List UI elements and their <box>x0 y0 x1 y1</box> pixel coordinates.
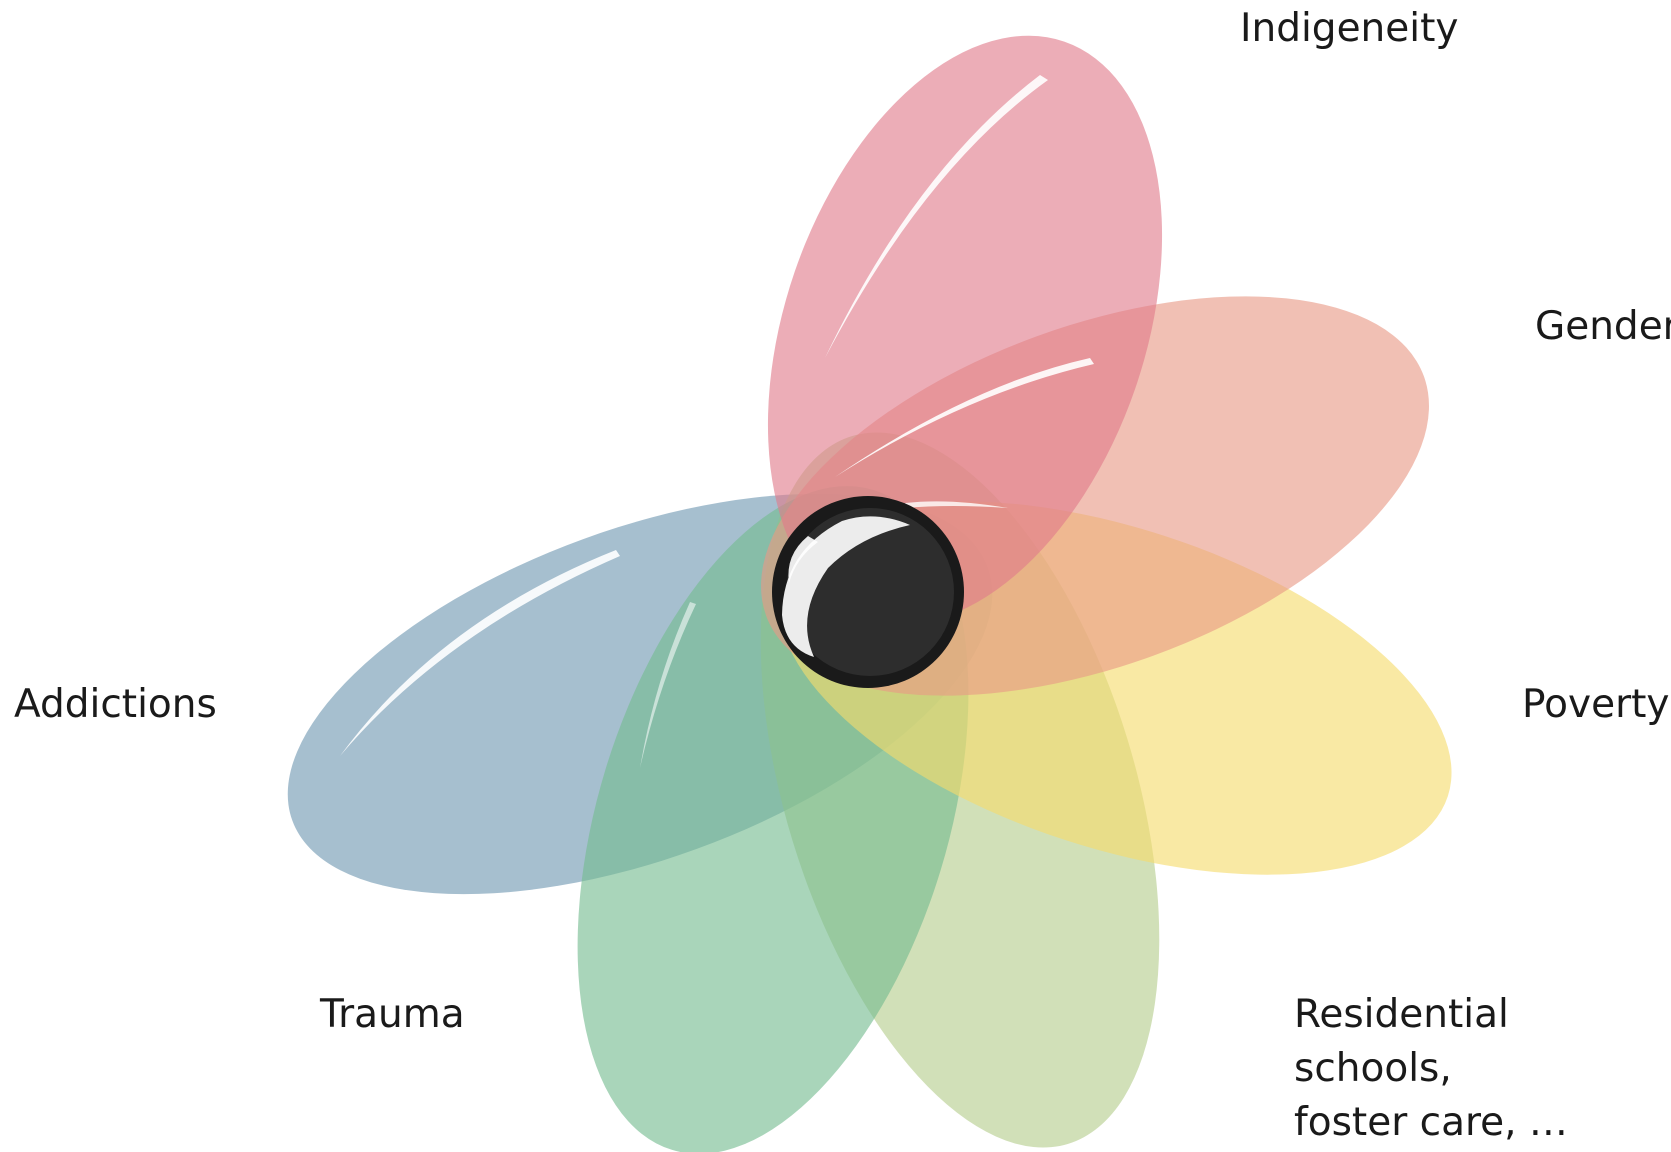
label-gender: Gender <box>1535 300 1671 354</box>
center-ball <box>772 496 964 688</box>
label-indigeneity: Indigeneity <box>1240 2 1458 56</box>
label-trauma: Trauma <box>320 988 465 1042</box>
label-addictions: Addictions <box>14 678 217 732</box>
label-poverty: Poverty <box>1522 678 1669 732</box>
label-residential-schools: Residential schools, foster care, … <box>1294 988 1671 1150</box>
